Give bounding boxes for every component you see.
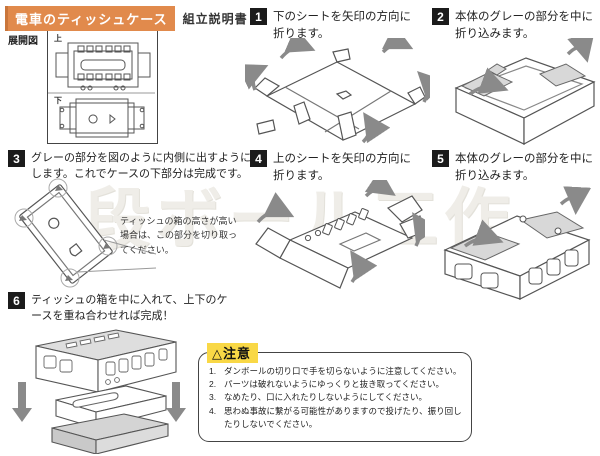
step-1-instruction: 下のシートを矢印の方向に折ります。 [273,11,411,40]
step-5-instruction: 本体のグレーの部分を中に折り込みます。 [455,153,593,182]
step-2-number-badge: 2 [432,8,449,25]
caution-item-text: 思わぬ事故に繋がる可能性がありますので投げたり、振り回したりしないでください。 [224,405,462,429]
step-5-number-badge: 5 [432,150,449,167]
corner-callout-circle [14,178,118,288]
caution-item: 3. なめたり、口に入れたりしないようにしてください。 [209,391,463,404]
caution-item: 4. 思わぬ事故に繋がる可能性がありますので投げたり、振り回したりしないでくださ… [209,405,463,431]
step-6-instruction: ティッシュの箱を中に入れて、上下のケースを重ね合わせれば完成！ [31,294,228,322]
caution-title-text: 注意 [223,346,252,361]
pattern-top-label: 上 [54,34,62,43]
caution-item: 1. ダンボールの切り口で手を切らないように注意してください。 [209,365,463,378]
step-3-diagram [6,176,158,292]
step-1: 1 下のシートを矢印の方向に折ります。 [250,8,428,42]
leader-line [77,239,157,273]
caution-item-number: 1. [209,366,217,376]
step-6-diagram [8,322,193,454]
step-3-note: ティッシュの箱の高さが高い場合は、この部分を切り取ってください。 [120,216,238,255]
header: 電車のティッシュケース 組立説明書 [5,6,248,31]
caution-box: △注意 1. ダンボールの切り口で手を切らないように注意してください。 2. パ… [198,343,472,442]
down-arrow-icon [12,382,186,422]
page-title: 電車のティッシュケース [5,6,175,31]
step-4-instruction: 上のシートを矢印の方向に折ります。 [273,153,411,182]
step-6-number-badge: 6 [8,292,25,309]
caution-item-text: なめたり、口に入れたりしないようにしてください。 [224,392,427,403]
step-2-diagram [428,38,600,148]
caution-title: △注意 [207,343,259,363]
unfolded-diagram-label: 展開図 [8,36,38,47]
step-5-diagram [425,182,600,302]
step-2: 2 本体のグレーの部分を中に折り込みます。 [432,8,600,42]
step-5: 5 本体のグレーの部分を中に折り込みます。 [432,150,600,184]
caution-item: 2. パーツは破れないようにゆっくりと抜き取ってください。 [209,378,463,391]
step-4-number-badge: 4 [250,150,267,167]
pattern-bottom-label: 下 [54,96,62,105]
page-subtitle: 組立説明書 [182,12,248,26]
step-3-number-badge: 3 [8,150,25,167]
step-1-diagram [245,38,430,148]
caution-item-number: 3. [209,392,217,403]
caution-item-text: ダンボールの切り口で手を切らないように注意してください。 [224,366,462,376]
step-4: 4 上のシートを矢印の方向に折ります。 [250,150,428,184]
fold-arrow-icon [256,180,425,284]
unfolded-pattern-diagram [48,42,155,138]
step-2-instruction: 本体のグレーの部分を中に折り込みます。 [455,11,593,40]
warning-triangle-icon: △ [212,346,223,361]
fold-arrow-icon [245,38,430,144]
step-4-diagram [240,180,425,294]
step-3-instruction: グレーの部分を図のように内側に出すようにします。これでケースの下部分は完成です。 [31,152,251,180]
caution-item-number: 4. [209,405,217,416]
caution-item-number: 2. [209,379,217,390]
step-6: 6 ティッシュの箱を中に入れて、上下のケースを重ね合わせれば完成！ [8,292,236,325]
unfolded-diagram-box [47,30,158,144]
step-1-number-badge: 1 [250,8,267,25]
fold-arrow-icon [463,186,592,248]
step-3: 3 グレーの部分を図のように内側に出すようにします。これでケースの下部分は完成で… [8,150,256,183]
fold-arrow-icon [468,38,595,96]
caution-item-text: パーツは破れないようにゆっくりと抜き取ってください。 [224,379,444,390]
